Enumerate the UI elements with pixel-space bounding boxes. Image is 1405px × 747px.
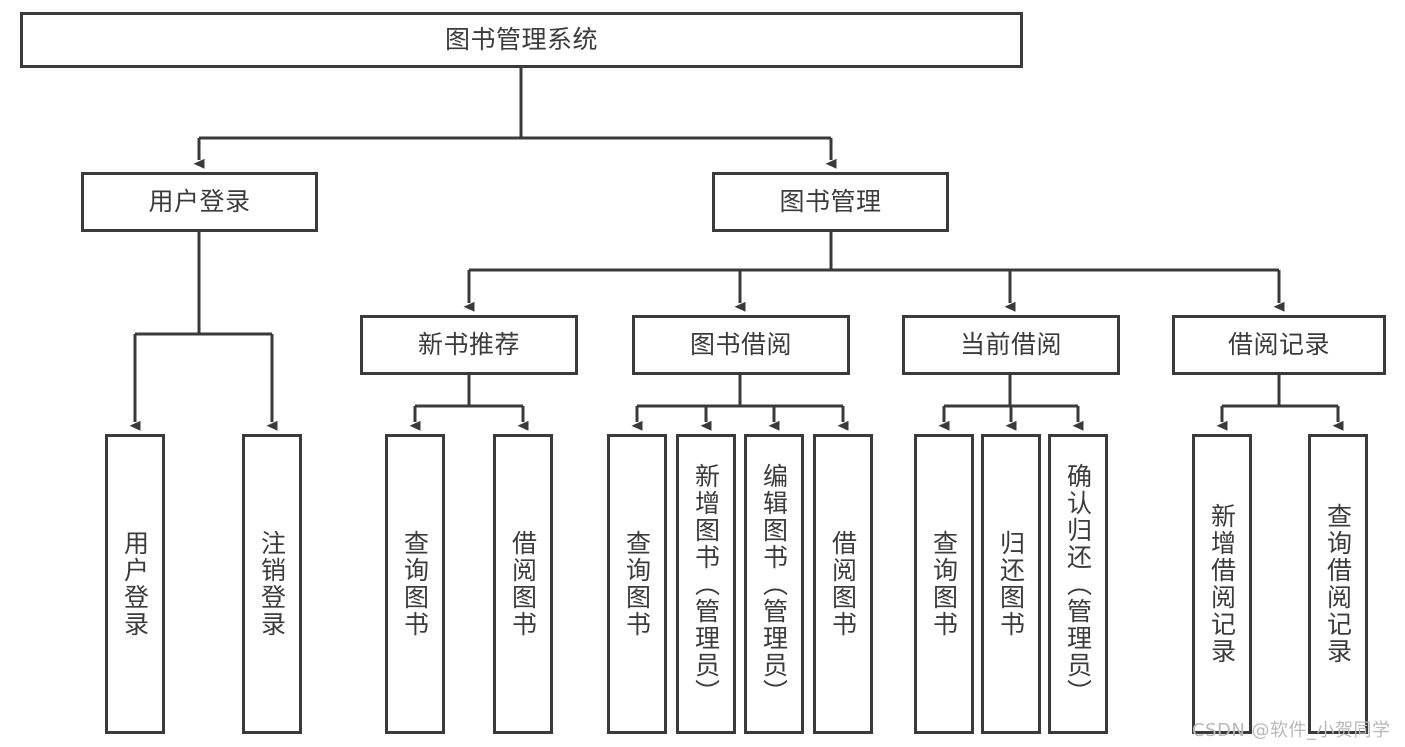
node-new-book-recommend-label: 新书推荐 xyxy=(417,330,520,359)
leaf-add-record[interactable]: 新增借阅记录 xyxy=(1192,434,1252,734)
leaf-user-login[interactable]: 用户登录 xyxy=(105,434,165,734)
leaf-add-book-label: 新增图书（管理员） xyxy=(691,462,721,706)
node-current-borrow-label: 当前借阅 xyxy=(959,330,1062,359)
leaf-logout-label: 注销登录 xyxy=(257,530,287,638)
leaf-return-book-label: 归还图书 xyxy=(996,530,1026,638)
leaf-query-record[interactable]: 查询借阅记录 xyxy=(1308,434,1368,734)
watermark-text: CSDN @软件_小贺同学 xyxy=(1192,720,1391,741)
leaf-query-record-label: 查询借阅记录 xyxy=(1323,503,1353,665)
leaf-return-book[interactable]: 归还图书 xyxy=(981,434,1041,734)
leaf-query-book-2[interactable]: 查询图书 xyxy=(607,434,667,734)
node-root-label: 图书管理系统 xyxy=(444,25,598,54)
node-borrow-record-label: 借阅记录 xyxy=(1227,330,1330,359)
node-book-borrow[interactable]: 图书借阅 xyxy=(632,315,850,375)
leaf-confirm-return-label: 确认归还（管理员） xyxy=(1063,462,1093,706)
node-current-borrow[interactable]: 当前借阅 xyxy=(902,315,1120,375)
node-user-login[interactable]: 用户登录 xyxy=(81,172,318,232)
leaf-add-book[interactable]: 新增图书（管理员） xyxy=(676,434,736,734)
leaf-edit-book[interactable]: 编辑图书（管理员） xyxy=(744,434,804,734)
node-user-login-label: 用户登录 xyxy=(148,187,251,216)
node-book-borrow-label: 图书借阅 xyxy=(689,330,792,359)
leaf-borrow-book-1[interactable]: 借阅图书 xyxy=(493,434,553,734)
leaf-query-book-1[interactable]: 查询图书 xyxy=(385,434,445,734)
leaf-logout[interactable]: 注销登录 xyxy=(242,434,302,734)
node-borrow-record[interactable]: 借阅记录 xyxy=(1172,315,1386,375)
leaf-borrow-book-1-label: 借阅图书 xyxy=(508,530,538,638)
node-book-management-label: 图书管理 xyxy=(779,187,882,216)
node-book-management[interactable]: 图书管理 xyxy=(712,172,949,232)
leaf-query-book-1-label: 查询图书 xyxy=(400,530,430,638)
node-root[interactable]: 图书管理系统 xyxy=(20,12,1023,68)
leaf-confirm-return[interactable]: 确认归还（管理员） xyxy=(1048,434,1108,734)
leaf-edit-book-label: 编辑图书（管理员） xyxy=(759,462,789,706)
leaf-add-record-label: 新增借阅记录 xyxy=(1207,503,1237,665)
leaf-query-book-3[interactable]: 查询图书 xyxy=(914,434,974,734)
leaf-query-book-2-label: 查询图书 xyxy=(622,530,652,638)
leaf-borrow-book-2-label: 借阅图书 xyxy=(828,530,858,638)
leaf-borrow-book-2[interactable]: 借阅图书 xyxy=(813,434,873,734)
node-new-book-recommend[interactable]: 新书推荐 xyxy=(360,315,578,375)
leaf-query-book-3-label: 查询图书 xyxy=(929,530,959,638)
leaf-user-login-label: 用户登录 xyxy=(120,530,150,638)
